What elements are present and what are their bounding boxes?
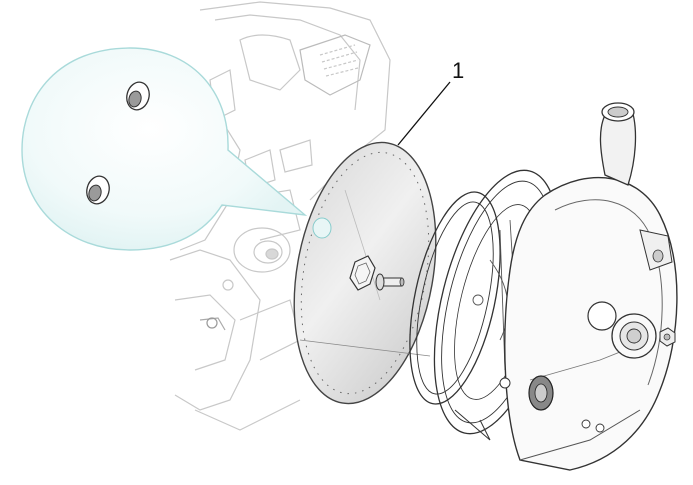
hex-nut [659, 327, 676, 347]
hex-hub [349, 255, 376, 291]
outlet-pipe [599, 102, 637, 186]
hole-detail-2 [86, 175, 110, 205]
housing-cover [499, 102, 678, 471]
bolt [375, 273, 405, 291]
hole-detail-1 [126, 81, 150, 111]
callout-label-1: 1 [452, 58, 465, 83]
zoom-bubble [21, 47, 308, 251]
machine-frame [169, 1, 391, 431]
bearing-boss [587, 301, 657, 359]
seed-disc [293, 141, 437, 405]
callout-leader-line [397, 81, 451, 146]
drive-gear [528, 375, 554, 411]
